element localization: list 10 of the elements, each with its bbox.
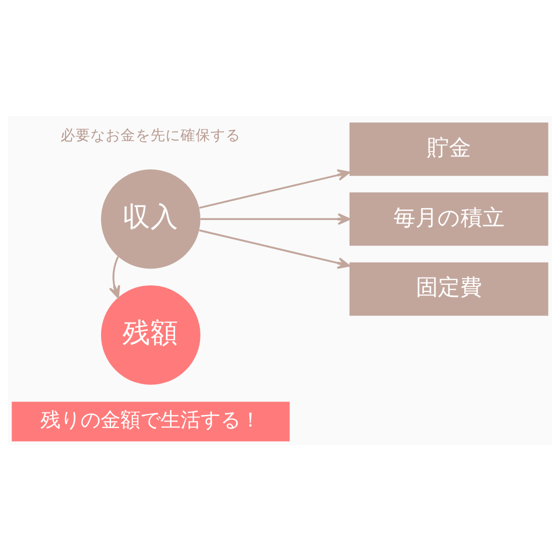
arrow <box>199 228 350 268</box>
node-box: 貯金 <box>349 122 548 176</box>
node-box: 固定費 <box>349 262 548 316</box>
arrow <box>200 212 350 224</box>
arrow <box>199 168 350 208</box>
label: 必要なお金を先に確保する <box>60 126 241 144</box>
node-box: 毎月の積立 <box>349 192 548 246</box>
node-circle: 収入 <box>101 168 200 268</box>
node-box: 残りの金額で生活する！ <box>12 401 290 441</box>
arrow <box>108 256 120 298</box>
